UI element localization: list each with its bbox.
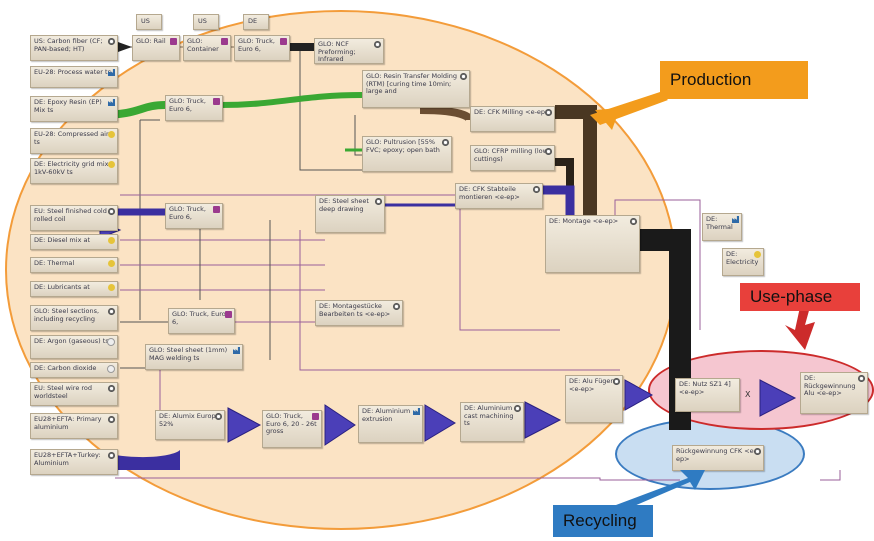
truck-icon [213, 206, 220, 213]
node-glo-container[interactable]: GLO: Container [183, 35, 231, 61]
node-eu-steel-wire[interactable]: EU: Steel wire rod worldsteel [30, 382, 118, 406]
node-glo-pultrusion[interactable]: GLO: Pultrusion [55% FVC; epoxy; open ba… [362, 136, 452, 172]
node-de-alu-fuegen[interactable]: DE: Alu Fügen <e-ep> [565, 375, 623, 423]
factory-icon [108, 99, 115, 106]
gear-icon [533, 186, 540, 193]
node-de-alu-extrusion[interactable]: DE: Aluminium extrusion [358, 405, 423, 443]
node-de-diesel[interactable]: DE: Diesel mix at [30, 234, 118, 250]
node-eu28-process-water[interactable]: EU-28: Process water ts [30, 66, 118, 88]
truck-icon [312, 413, 319, 420]
node-de-cfk-milling[interactable]: DE: CFK Milling <e-ep> [470, 106, 555, 132]
gear-icon [374, 41, 381, 48]
node-de-thermal-use[interactable]: DE: Thermal [702, 213, 742, 241]
node-de-montageteile[interactable]: DE: Montagestücke Bearbeiten ts <e-ep> [315, 300, 403, 326]
node-glo-truck-sections[interactable]: GLO: Truck, Euro 6, [168, 308, 235, 334]
node-de-cfk-stabteile[interactable]: DE: CFK Stabteile montieren <e-ep> [455, 183, 543, 209]
tag-de: DE [243, 14, 269, 30]
callout-use-phase: Use-phase [740, 283, 860, 311]
gear-icon [630, 218, 637, 225]
sun-icon [108, 284, 115, 291]
sun-icon [108, 237, 115, 244]
node-glo-truck-top[interactable]: GLO: Truck, Euro 6, [234, 35, 290, 61]
gear-icon [442, 139, 449, 146]
callout-production: Production [660, 61, 808, 99]
gear-icon [108, 416, 115, 423]
gear-icon [858, 375, 865, 382]
factory-icon [233, 347, 240, 354]
node-glo-truck-steel[interactable]: GLO: Truck, Euro 6, [165, 203, 223, 229]
node-de-co2[interactable]: DE: Carbon dioxide [30, 362, 118, 378]
tag-us-1: US [136, 14, 162, 30]
node-us-carbon-fiber[interactable]: US: Carbon fiber (CF; PAN-based; HT) [30, 35, 118, 61]
gear-icon [108, 38, 115, 45]
gear-icon [393, 303, 400, 310]
node-de-electricity-use[interactable]: DE: Electricity [722, 248, 764, 276]
sun-icon [108, 161, 115, 168]
node-de-alumix[interactable]: DE: Alumix Europa 52% [155, 410, 225, 440]
gear-icon [375, 198, 382, 205]
node-de-lubricants[interactable]: DE: Lubricants at [30, 281, 118, 297]
node-glo-rail[interactable]: GLO: Rail [132, 35, 180, 61]
node-glo-steel-sections[interactable]: GLO: Steel sections, including recycling [30, 305, 118, 331]
gear-icon [460, 73, 467, 80]
node-de-electricity-grid[interactable]: DE: Electricity grid mix 1kV-60kV ts [30, 158, 118, 184]
gear-icon [514, 405, 521, 412]
train-icon [170, 38, 177, 45]
node-glo-ncf[interactable]: GLO: NCF Preforming; Infrared [314, 38, 384, 64]
node-glo-truck-epoxy[interactable]: GLO: Truck, Euro 6, [165, 95, 223, 121]
node-de-epoxy[interactable]: DE: Epoxy Resin (EP) Mix ts [30, 96, 118, 122]
node-glo-cfrp-milling[interactable]: GLO: CFRP milling (low cuttings) [470, 145, 555, 171]
node-eu28-compressed-air[interactable]: EU-28: Compressed air ts [30, 128, 118, 154]
gear-icon [108, 452, 115, 459]
node-de-nutz[interactable]: DE: Nutz SZ1 4] <e-ep> [675, 378, 740, 412]
gear-icon [754, 448, 761, 455]
truck-icon [225, 311, 232, 318]
factory-icon [108, 69, 115, 76]
sun-icon [108, 131, 115, 138]
gear-icon [108, 385, 115, 392]
node-de-rueck-alu[interactable]: DE: Rückgewinnung Alu <e-ep> [800, 372, 868, 414]
gear-icon [613, 378, 620, 385]
gear-icon [215, 413, 222, 420]
clock-icon [107, 365, 115, 373]
factory-icon [732, 216, 739, 223]
node-glo-rtm[interactable]: GLO: Resin Transfer Molding (RTM) [curin… [362, 70, 470, 108]
truck-icon [280, 38, 287, 45]
sun-icon [108, 260, 115, 267]
x-mark: X [745, 390, 751, 399]
node-de-montage[interactable]: DE: Montage <e-ep> [545, 215, 640, 273]
node-de-argon[interactable]: DE: Argon (gaseous) ts [30, 335, 118, 359]
gear-icon [108, 208, 115, 215]
node-de-steel-deep[interactable]: DE: Steel sheet deep drawing [315, 195, 385, 233]
gear-icon [545, 148, 552, 155]
node-eu28-primary-alu[interactable]: EU28+EFTA: Primary aluminium [30, 413, 118, 439]
gear-icon [108, 308, 115, 315]
node-de-thermal[interactable]: DE: Thermal [30, 257, 118, 273]
tag-us-2: US [193, 14, 219, 30]
factory-icon [413, 408, 420, 415]
node-glo-steel-sheet-mag[interactable]: GLO: Steel sheet (1mm) MAG welding ts [145, 344, 243, 370]
gear-icon [545, 109, 552, 116]
callout-recycling: Recycling [553, 505, 653, 537]
node-de-rueck-cfk[interactable]: Rückgewinnung CFK <e-ep> [672, 445, 764, 471]
truck-icon [213, 98, 220, 105]
node-eu28-turkey-alu[interactable]: EU28+EFTA+Turkey: Aluminium [30, 449, 118, 475]
node-de-alu-cast[interactable]: DE: Aluminium cast machining ts [460, 402, 524, 442]
clock-icon [107, 338, 115, 346]
ship-icon [221, 38, 228, 45]
sun-icon [754, 251, 761, 258]
node-glo-truck-alu[interactable]: GLO: Truck, Euro 6, 20 - 26t gross [262, 410, 322, 448]
node-eu-steel-finished[interactable]: EU: Steel finished cold rolled coil [30, 205, 118, 231]
